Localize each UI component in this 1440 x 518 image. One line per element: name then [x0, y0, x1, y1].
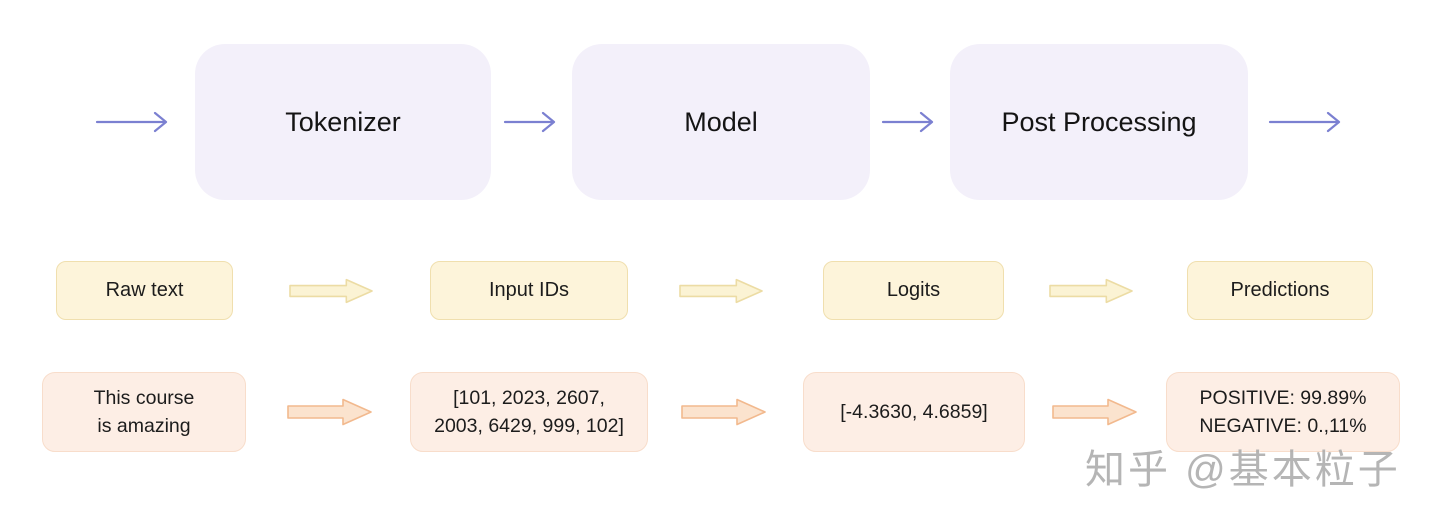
flow-arrow-model-postprocessing: [881, 108, 939, 136]
zhihu-watermark: 知乎 @基本粒子: [1085, 448, 1401, 492]
block-arrow-inputids-logits: [679, 278, 764, 304]
example-input-ids-line2: 2003, 6429, 999, 102]: [434, 415, 624, 437]
stage-model: Model: [572, 44, 870, 200]
block-arrow-example-2: [681, 397, 767, 427]
label-logits: Logits: [823, 261, 1004, 320]
label-raw-text-text: Raw text: [105, 279, 184, 301]
example-predictions-line2: NEGATIVE: 0.,11%: [1199, 415, 1367, 437]
label-raw-text: Raw text: [56, 261, 233, 320]
label-predictions-text: Predictions: [1230, 279, 1330, 301]
example-raw-text-line2: is amazing: [97, 415, 191, 437]
example-predictions-line1: POSITIVE: 99.89%: [1199, 387, 1367, 409]
example-raw-text: This course is amazing: [42, 372, 246, 452]
stage-model-label: Model: [684, 106, 758, 137]
example-predictions: POSITIVE: 99.89% NEGATIVE: 0.,11%: [1166, 372, 1400, 452]
example-input-ids-line1: [101, 2023, 2607,: [453, 387, 605, 409]
block-arrow-rawtext-inputids: [289, 278, 374, 304]
flow-arrow-tokenizer-model: [503, 108, 561, 136]
stage-post-processing: Post Processing: [950, 44, 1248, 200]
label-input-ids-text: Input IDs: [488, 279, 570, 301]
example-raw-text-line1: This course: [93, 387, 195, 409]
example-logits: [-4.3630, 4.6859]: [803, 372, 1025, 452]
stage-post-processing-label: Post Processing: [1001, 106, 1197, 137]
flow-arrow-input: [95, 108, 173, 136]
label-predictions: Predictions: [1187, 261, 1373, 320]
block-arrow-example-3: [1052, 397, 1138, 427]
stage-tokenizer: Tokenizer: [195, 44, 491, 200]
block-arrow-logits-predictions: [1049, 278, 1134, 304]
flow-arrow-output: [1268, 108, 1346, 136]
label-logits-text: Logits: [886, 279, 941, 301]
label-input-ids: Input IDs: [430, 261, 628, 320]
stage-tokenizer-label: Tokenizer: [285, 106, 401, 137]
example-logits-line1: [-4.3630, 4.6859]: [840, 401, 988, 423]
block-arrow-example-1: [287, 397, 373, 427]
example-input-ids: [101, 2023, 2607, 2003, 6429, 999, 102]: [410, 372, 648, 452]
